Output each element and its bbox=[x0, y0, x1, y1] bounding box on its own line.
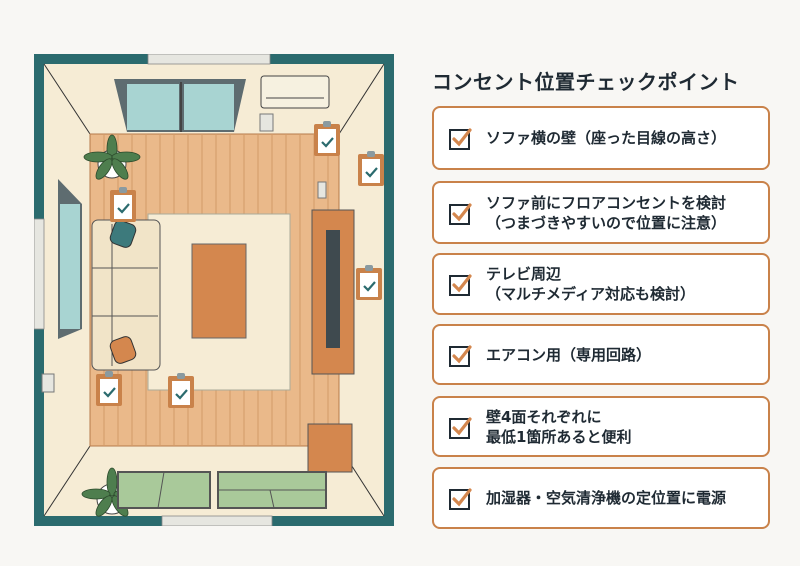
tv-stand-icon bbox=[311, 209, 355, 375]
window-icon bbox=[114, 79, 246, 132]
air-conditioner-icon bbox=[260, 75, 330, 109]
checklist-item-note: （つまづきやすいので位置に注意） bbox=[486, 213, 727, 232]
plant-icon bbox=[83, 134, 141, 180]
tv-icon bbox=[326, 230, 340, 348]
checklist-item: エアコン用（専用回路） bbox=[432, 324, 770, 385]
checklist-item-text: ソファ前にフロアコンセントを検討 bbox=[486, 193, 727, 212]
checklist-item-text: エアコン用（専用回路） bbox=[486, 345, 652, 364]
window-icon bbox=[58, 179, 82, 339]
checklist-item-text: 加湿器・空気清浄機の定位置に電源 bbox=[486, 489, 727, 507]
room-illustration bbox=[34, 54, 394, 526]
checklist-item-text: テレビ周辺 bbox=[486, 265, 562, 283]
checklist-item: テレビ周辺 （マルチメディア対応も検討） bbox=[432, 253, 770, 315]
checklist-item-text-2: 最低1箇所あると便利 bbox=[486, 427, 632, 446]
checklist-item-note: （マルチメディア対応も検討） bbox=[486, 285, 695, 303]
clipboard-check-icon bbox=[96, 121, 384, 408]
sofa-icon bbox=[91, 219, 161, 371]
checklist-item-text: 壁4面それぞれに bbox=[486, 407, 602, 426]
checkbox-checked-icon bbox=[449, 274, 472, 296]
checklist-item-text: ソファ横の壁（座った目線の高さ） bbox=[486, 129, 727, 147]
checkbox-checked-icon bbox=[449, 488, 472, 510]
checkbox-checked-icon bbox=[449, 128, 472, 150]
checklist-item: 壁4面それぞれに最低1箇所あると便利 bbox=[432, 396, 770, 457]
checkbox-checked-icon bbox=[449, 416, 472, 439]
checkbox-checked-icon bbox=[449, 344, 472, 367]
door-icon bbox=[161, 515, 273, 526]
page-title: コンセント位置チェックポイント bbox=[432, 70, 740, 94]
checkbox-checked-icon bbox=[449, 202, 472, 225]
coffee-table-icon bbox=[191, 243, 247, 339]
checklist-item: ソファ前にフロアコンセントを検討（つまづきやすいので位置に注意） bbox=[432, 181, 770, 244]
checklist-item: ソファ横の壁（座った目線の高さ） bbox=[432, 106, 770, 170]
tatami-mat-icon bbox=[117, 471, 327, 509]
checklist-item: 加湿器・空気清浄機の定位置に電源 bbox=[432, 467, 770, 529]
side-table-icon bbox=[307, 423, 353, 473]
